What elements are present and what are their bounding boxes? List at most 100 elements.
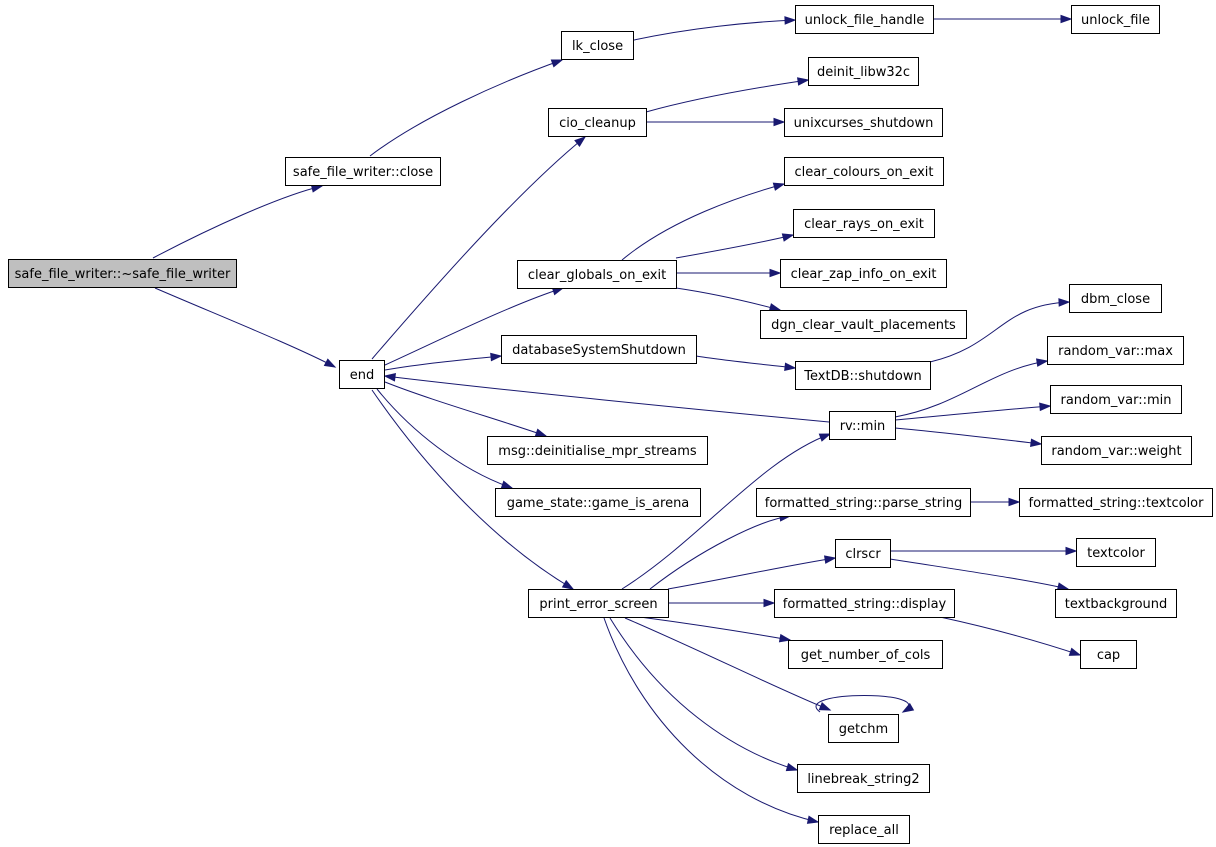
edge-line	[371, 389, 574, 590]
node-label: TextDB::shutdown	[803, 369, 921, 384]
node-rv-weight[interactable]: random_var::weight	[1041, 436, 1192, 465]
node-label: textcolor	[1087, 546, 1145, 561]
edge-line	[371, 136, 586, 360]
node-box[interactable]	[548, 108, 647, 137]
node-clear-rays-on-exit[interactable]: clear_rays_on_exit	[793, 209, 935, 238]
node-label: deinit_libw32c	[817, 65, 910, 80]
node-box[interactable]	[528, 589, 669, 618]
node-label: print_error_screen	[539, 597, 657, 612]
node-box[interactable]	[829, 411, 896, 440]
node-textcolor[interactable]: textcolor	[1076, 538, 1156, 567]
edge-rv_min-to-rv_weight	[894, 427, 1043, 448]
node-box[interactable]	[339, 360, 385, 389]
node-get-number-of-cols[interactable]: get_number_of_cols	[788, 640, 943, 669]
node-box[interactable]	[760, 310, 967, 339]
node-clrscr[interactable]: clrscr	[835, 539, 891, 568]
node-box[interactable]	[788, 640, 943, 669]
node-box[interactable]	[793, 209, 935, 238]
node-dgn-clear-vault-placements[interactable]: dgn_clear_vault_placements	[760, 310, 967, 339]
node-msg-deinit[interactable]: msg::deinitialise_mpr_streams	[487, 436, 708, 465]
node-label: safe_file_writer::~safe_file_writer	[15, 267, 231, 282]
node-box[interactable]	[1080, 640, 1137, 669]
edge-line	[894, 360, 1048, 418]
node-box[interactable]	[756, 488, 971, 517]
edge-arrowhead	[1068, 647, 1082, 656]
node-game-is-arena[interactable]: game_state::game_is_arena	[495, 488, 701, 517]
node-box[interactable]	[1071, 5, 1160, 34]
edge-arrowhead	[1058, 298, 1071, 307]
node-textbackground[interactable]: textbackground	[1055, 589, 1177, 618]
node-deinit-libw32c[interactable]: deinit_libw32c	[808, 57, 919, 86]
node-box[interactable]	[774, 589, 955, 618]
edge-arrowhead	[1008, 497, 1021, 507]
node-box[interactable]	[501, 335, 697, 364]
node-box[interactable]	[784, 108, 943, 137]
edge-arrowhead	[550, 59, 564, 68]
node-box[interactable]	[8, 259, 237, 288]
node-unlock-file-handle[interactable]: unlock_file_handle	[795, 5, 934, 34]
node-lk-close[interactable]: lk_close	[561, 31, 634, 60]
edge-arrowhead	[784, 16, 797, 25]
edge-clear_globals_on_exit-to-dgn_clear_vault_placements	[675, 287, 782, 312]
node-textdb-shutdown[interactable]: TextDB::shutdown	[795, 361, 931, 390]
node-rv-max[interactable]: random_var::max	[1047, 336, 1184, 365]
node-label: cio_cleanup	[559, 116, 636, 131]
edge-rv_min-to-rv_max	[894, 358, 1049, 418]
edge-arrowhead	[1039, 402, 1052, 412]
node-cio-cleanup[interactable]: cio_cleanup	[548, 108, 647, 137]
node-label: unlock_file	[1081, 13, 1150, 28]
node-end[interactable]: end	[339, 360, 385, 389]
node-box[interactable]	[487, 436, 708, 465]
node-box[interactable]	[818, 815, 910, 844]
edge-line	[645, 79, 809, 113]
node-unlock-file[interactable]: unlock_file	[1071, 5, 1160, 34]
node-box[interactable]	[797, 764, 930, 793]
edge-arrowhead	[823, 555, 837, 564]
node-parse-string[interactable]: formatted_string::parse_string	[756, 488, 971, 517]
node-box[interactable]	[795, 5, 934, 34]
edge-line	[152, 185, 323, 259]
node-box[interactable]	[780, 259, 947, 288]
node-replace-all[interactable]: replace_all	[818, 815, 910, 844]
node-box[interactable]	[1047, 336, 1184, 365]
node-box[interactable]	[1041, 436, 1192, 465]
node-fs-display[interactable]: formatted_string::display	[774, 589, 955, 618]
node-box[interactable]	[795, 361, 931, 390]
edge-line	[384, 287, 564, 366]
node-clear-globals-on-exit[interactable]: clear_globals_on_exit	[517, 260, 677, 289]
edge-arrowhead	[534, 428, 548, 437]
node-box[interactable]	[285, 157, 441, 186]
edge-arrowhead	[500, 480, 514, 489]
node-cap[interactable]: cap	[1080, 640, 1137, 669]
node-rv-min[interactable]: rv::min	[829, 411, 896, 440]
node-box[interactable]	[495, 488, 701, 517]
node-box[interactable]	[517, 260, 677, 289]
node-linebreak-string2[interactable]: linebreak_string2	[797, 764, 930, 793]
node-sfw-close[interactable]: safe_file_writer::close	[285, 157, 441, 186]
node-root[interactable]: safe_file_writer::~safe_file_writer	[8, 259, 237, 288]
node-databaseSystemShutdown[interactable]: databaseSystemShutdown	[501, 335, 697, 364]
node-label: databaseSystemShutdown	[512, 343, 686, 358]
edge-line	[675, 234, 794, 259]
node-box[interactable]	[828, 714, 899, 743]
node-clear-zap-info-on-exit[interactable]: clear_zap_info_on_exit	[780, 259, 947, 288]
edge-cio_cleanup-to-unixcurses_shutdown	[646, 117, 786, 127]
node-clear-colours-on-exit[interactable]: clear_colours_on_exit	[784, 157, 944, 186]
node-box[interactable]	[561, 31, 634, 60]
node-box[interactable]	[1019, 488, 1213, 517]
node-box[interactable]	[1055, 589, 1177, 618]
edge-arrowhead	[772, 182, 786, 191]
node-box[interactable]	[835, 539, 891, 568]
node-unixcurses-shutdown[interactable]: unixcurses_shutdown	[784, 108, 943, 137]
node-print-error-screen[interactable]: print_error_screen	[528, 589, 669, 618]
node-rvar-min[interactable]: random_var::min	[1050, 385, 1182, 414]
node-dbm-close[interactable]: dbm_close	[1069, 284, 1162, 313]
node-box[interactable]	[1076, 538, 1156, 567]
node-box[interactable]	[1050, 385, 1182, 414]
node-getchm[interactable]: getchm	[828, 714, 899, 743]
node-box[interactable]	[1069, 284, 1162, 313]
edge-print_error_screen-to-parse_string	[649, 513, 792, 590]
node-fs-textcolor[interactable]: formatted_string::textcolor	[1019, 488, 1213, 517]
node-box[interactable]	[784, 157, 944, 186]
node-box[interactable]	[808, 57, 919, 86]
